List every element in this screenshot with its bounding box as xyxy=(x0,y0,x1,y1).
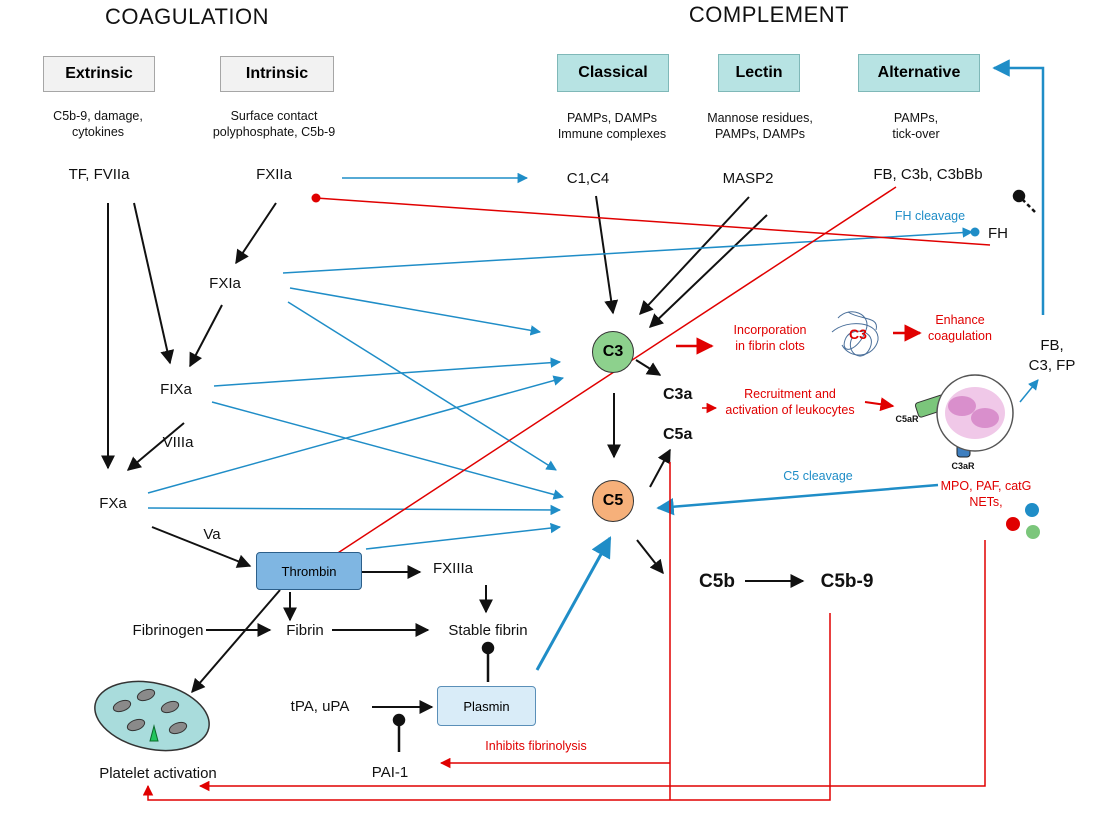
c3a-label: C3a xyxy=(663,386,693,403)
red-granule xyxy=(1006,517,1020,531)
fxiia-label: FXIIa xyxy=(256,166,292,183)
green-granule xyxy=(1026,525,1040,539)
fibrin-clot-icon xyxy=(831,311,879,357)
fxiiia-label: FXIIIa xyxy=(432,560,474,577)
inhibition-lines xyxy=(142,186,991,801)
c5-cleavage-label: C5 cleavage xyxy=(783,469,853,483)
extrinsic-triggers: C5b-9, damage,cytokines xyxy=(53,109,143,139)
fxa-label: FXa xyxy=(99,495,127,512)
c3-node: C3 xyxy=(592,331,634,373)
fixa-label: FIXa xyxy=(160,381,192,398)
c5-node: C5 xyxy=(592,480,634,522)
complement-title: COMPLEMENT xyxy=(688,2,850,27)
leukocyte-icon xyxy=(914,374,1014,458)
extrinsic-box: Extrinsic xyxy=(43,56,155,92)
tf-fviia-label: TF, FVIIa xyxy=(68,166,130,183)
inhibition-symbols xyxy=(392,189,1036,752)
inhibits-fibrinolysis-label: Inhibits fibrinolysis xyxy=(485,739,587,753)
viiia-label: VIIIa xyxy=(162,434,194,451)
lectin-triggers: Mannose residues,PAMPs, DAMPs xyxy=(707,111,813,141)
c5b9-label: C5b-9 xyxy=(820,571,874,592)
clot-c3-label: C3 xyxy=(849,326,867,342)
fh-cleavage-label: FH cleavage xyxy=(894,209,966,223)
fibrinogen-label: Fibrinogen xyxy=(132,622,204,639)
alternative-triggers: PAMPs,tick-over xyxy=(892,111,940,141)
c5a-label: C5a xyxy=(663,426,693,443)
intrinsic-box: Intrinsic xyxy=(220,56,334,92)
fb-c3b-c3bbb-label: FB, C3b, C3bBb xyxy=(873,166,983,183)
blue-granule xyxy=(1025,503,1039,517)
alternative-box: Alternative xyxy=(858,54,980,92)
pai1-label: PAI-1 xyxy=(371,764,409,781)
masp2-label: MASP2 xyxy=(722,170,774,187)
fxiia-inhibition-dot xyxy=(311,193,321,203)
c5ar-label: C5aR xyxy=(895,414,919,424)
fb-c3-fp-label: FB,C3, FP xyxy=(1028,337,1076,374)
tpa-upa-label: tPA, uPA xyxy=(290,698,350,715)
classical-box: Classical xyxy=(557,54,669,92)
c1c4-label: C1,C4 xyxy=(566,170,610,187)
va-label: Va xyxy=(203,526,221,543)
platelet-icon xyxy=(94,680,210,752)
fibrin-label: Fibrin xyxy=(286,622,324,639)
fh-label: FH xyxy=(988,225,1008,242)
thrombin-box: Thrombin xyxy=(256,552,362,590)
crosstalk-arrows xyxy=(147,59,1045,671)
c5b-label: C5b xyxy=(699,571,735,592)
coagulation-title: COAGULATION xyxy=(104,4,270,29)
fxia-label: FXIa xyxy=(209,275,241,292)
stable-fibrin-label: Stable fibrin xyxy=(448,622,528,639)
c3ar-label: C3aR xyxy=(951,461,975,471)
lectin-box: Lectin xyxy=(718,54,800,92)
fh-cleavage-dot xyxy=(970,227,980,237)
platelet-activation-label: Platelet activation xyxy=(99,765,217,782)
plasmin-box: Plasmin xyxy=(437,686,536,726)
